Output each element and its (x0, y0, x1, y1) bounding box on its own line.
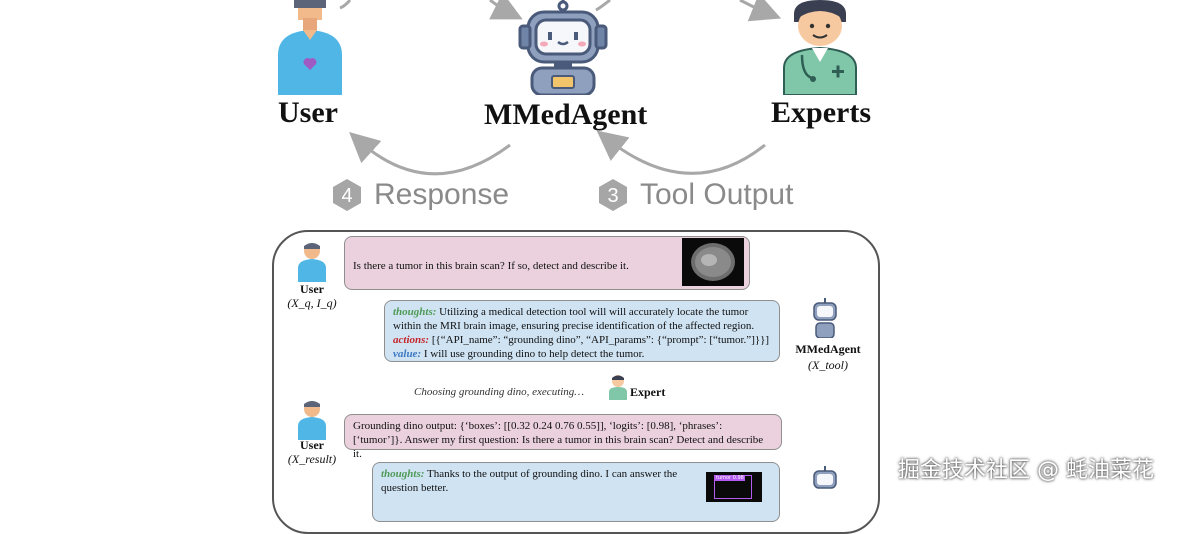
user-avatar-icon (296, 242, 328, 282)
user-message-2-text: Grounding dino output: {‘boxes’: [[0.32 … (353, 420, 763, 460)
doctor-icon (780, 0, 860, 95)
doctor-icon (608, 374, 628, 400)
agent-message-1: thoughts: Utilizing a medical detection … (384, 300, 780, 362)
step-tool-output-label: Tool Output (640, 178, 793, 212)
thoughts-key-2: thoughts: (381, 468, 424, 480)
user-role-label: User (278, 96, 338, 130)
user-message-1-text: Is there a tumor in this brain scan? If … (353, 260, 629, 272)
thoughts-text-2: Thanks to the output of grounding dino. … (381, 468, 677, 494)
value-key-1: value: (393, 348, 421, 360)
agent-role-label: MMedAgent (484, 98, 647, 132)
executing-text: Choosing grounding dino, executing… (414, 386, 584, 398)
detection-image: tumor 0.98 (706, 472, 762, 502)
thoughts-text-1: Utilizing a medical detection tool will … (393, 306, 754, 332)
brain-scan-image (682, 238, 744, 286)
user-sub-1: (X_q, I_q) (274, 296, 350, 311)
conversation-panel: User (X_q, I_q) Is there a tumor in this… (272, 230, 880, 534)
step-response: 4 Response (330, 178, 509, 212)
step-tool-output-number: 3 (607, 185, 618, 207)
robot-icon (810, 466, 840, 506)
agent-label: MMedAgent (778, 342, 878, 357)
step-tool-output: 3 Tool Output (596, 178, 793, 212)
user-label-2: User (288, 438, 336, 453)
actions-key-1: actions: (393, 334, 429, 346)
user-message-2: Grounding dino output: {‘boxes’: [[0.32 … (344, 414, 782, 450)
step-response-label: Response (374, 178, 509, 212)
step-response-number: 4 (341, 185, 352, 207)
robot-icon (518, 0, 608, 95)
actions-text-1: [{“API_name”: “grounding dino”, “API_par… (432, 334, 769, 346)
user-avatar-icon (270, 0, 350, 95)
detection-box-label: tumor 0.98 (715, 475, 745, 481)
user-label-1: User (288, 282, 336, 297)
hexagon-icon: 3 (596, 178, 630, 212)
robot-icon (810, 298, 840, 338)
experts-role-label: Experts (771, 96, 871, 130)
hexagon-icon: 4 (330, 178, 364, 212)
expert-label: Expert (630, 385, 665, 400)
agent-sub: (X_tool) (788, 358, 868, 373)
thoughts-key-1: thoughts: (393, 306, 436, 318)
user-sub-2: (X_result) (274, 452, 350, 467)
value-text-1: I will use grounding dino to help detect… (424, 348, 645, 360)
user-avatar-icon (296, 400, 328, 440)
watermark: 掘金技术社区 @ 蚝油菜花 (898, 452, 1154, 484)
